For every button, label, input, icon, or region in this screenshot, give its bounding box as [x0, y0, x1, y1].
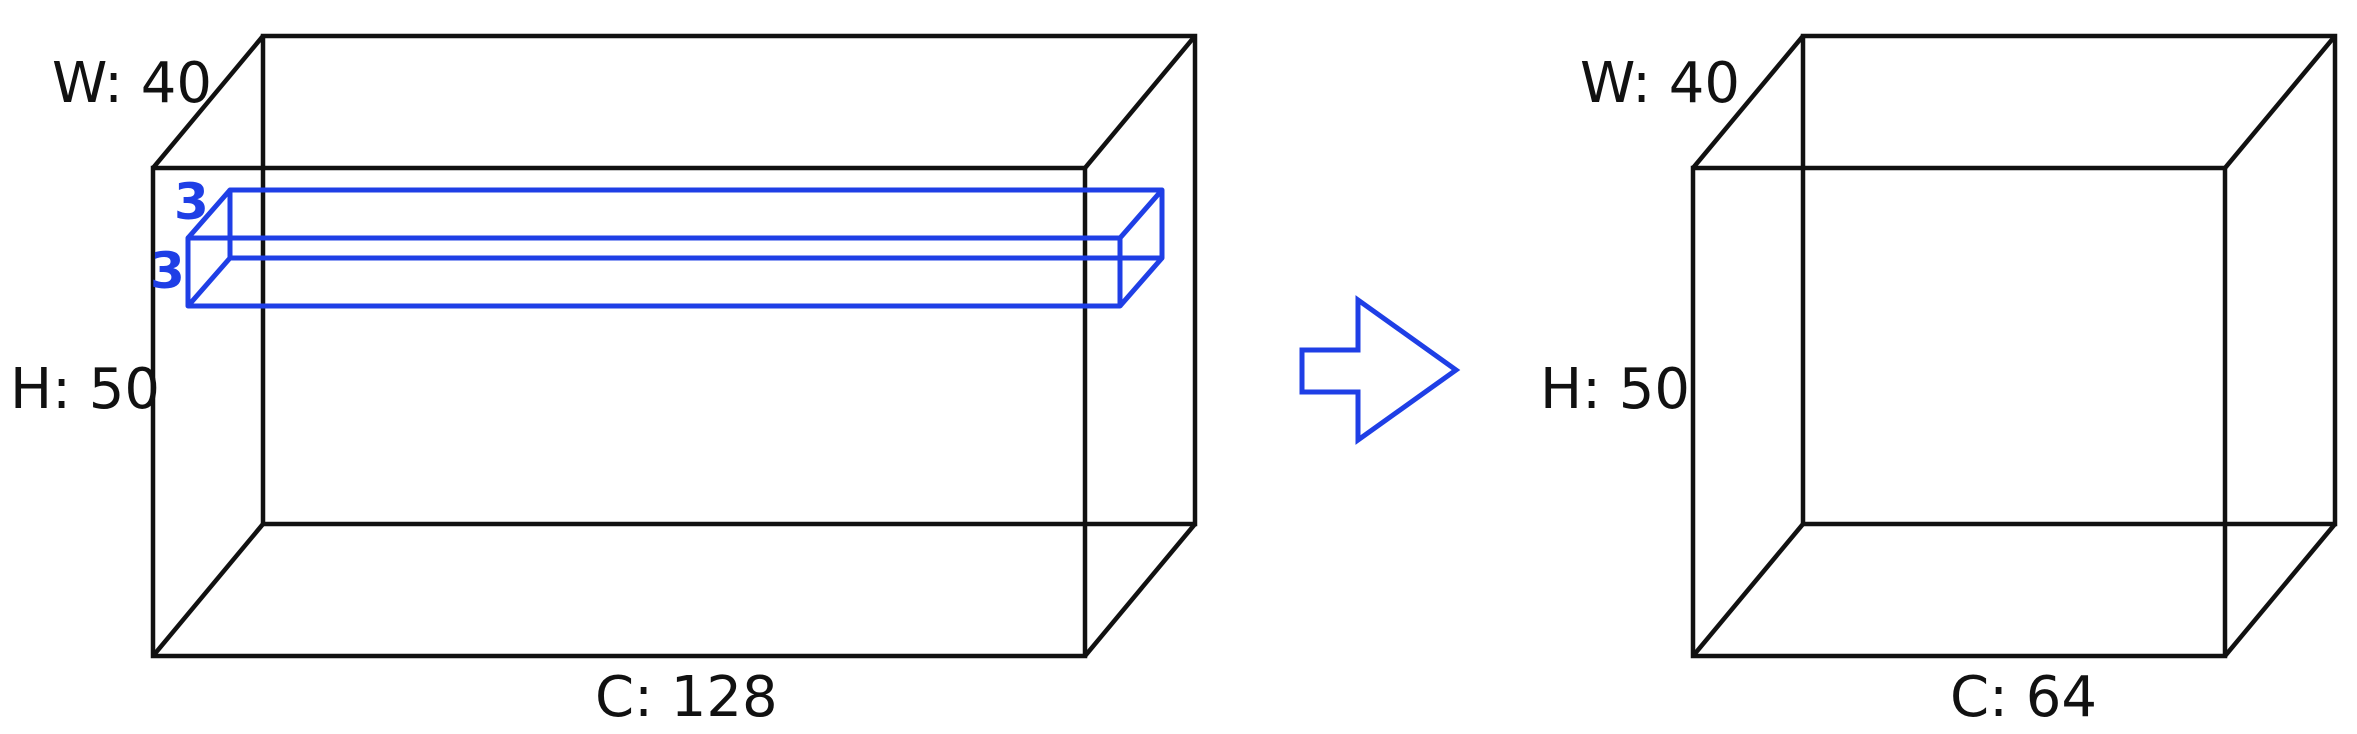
input-volume-back-face: [260, 33, 1198, 527]
kernel-edge-bottom-right: [1118, 256, 1164, 308]
output-width-label: W: 40: [1580, 51, 1740, 116]
output-volume: [1690, 33, 2338, 659]
kernel-edge-bottom-left: [186, 256, 232, 308]
input-volume-edge-top-left: [151, 34, 265, 170]
kernel-edge-top-right: [1118, 188, 1164, 240]
output-volume-edge-bottom-left: [1691, 522, 1805, 658]
kernel-front-face: [185, 235, 1123, 309]
kernel-edge-top-left: [186, 188, 232, 240]
input-volume: [150, 33, 1198, 659]
output-channels-label: C: 64: [1950, 665, 2097, 730]
output-volume-edge-top-right: [2223, 34, 2337, 170]
input-volume-edge-top-right: [1083, 34, 1197, 170]
transform-arrow-icon: [1299, 295, 1461, 445]
output-volume-back-face: [1800, 33, 2338, 527]
kernel-height-label: 3: [174, 173, 209, 231]
output-volume-front-face: [1690, 165, 2228, 659]
input-width-label: W: 40: [52, 51, 212, 116]
output-volume-edge-top-left: [1691, 34, 1805, 170]
input-height-label: H: 50: [10, 357, 160, 422]
output-volume-edge-bottom-right: [2223, 522, 2337, 658]
kernel-width-label: 3: [150, 242, 185, 300]
kernel: 3 3: [150, 173, 1165, 309]
input-volume-edge-bottom-left: [151, 522, 265, 658]
output-height-label: H: 50: [1540, 357, 1690, 422]
input-volume-front-face: [150, 165, 1088, 659]
input-volume-edge-bottom-right: [1083, 522, 1197, 658]
kernel-back-face: [227, 187, 1165, 261]
input-channels-label: C: 128: [595, 665, 778, 730]
